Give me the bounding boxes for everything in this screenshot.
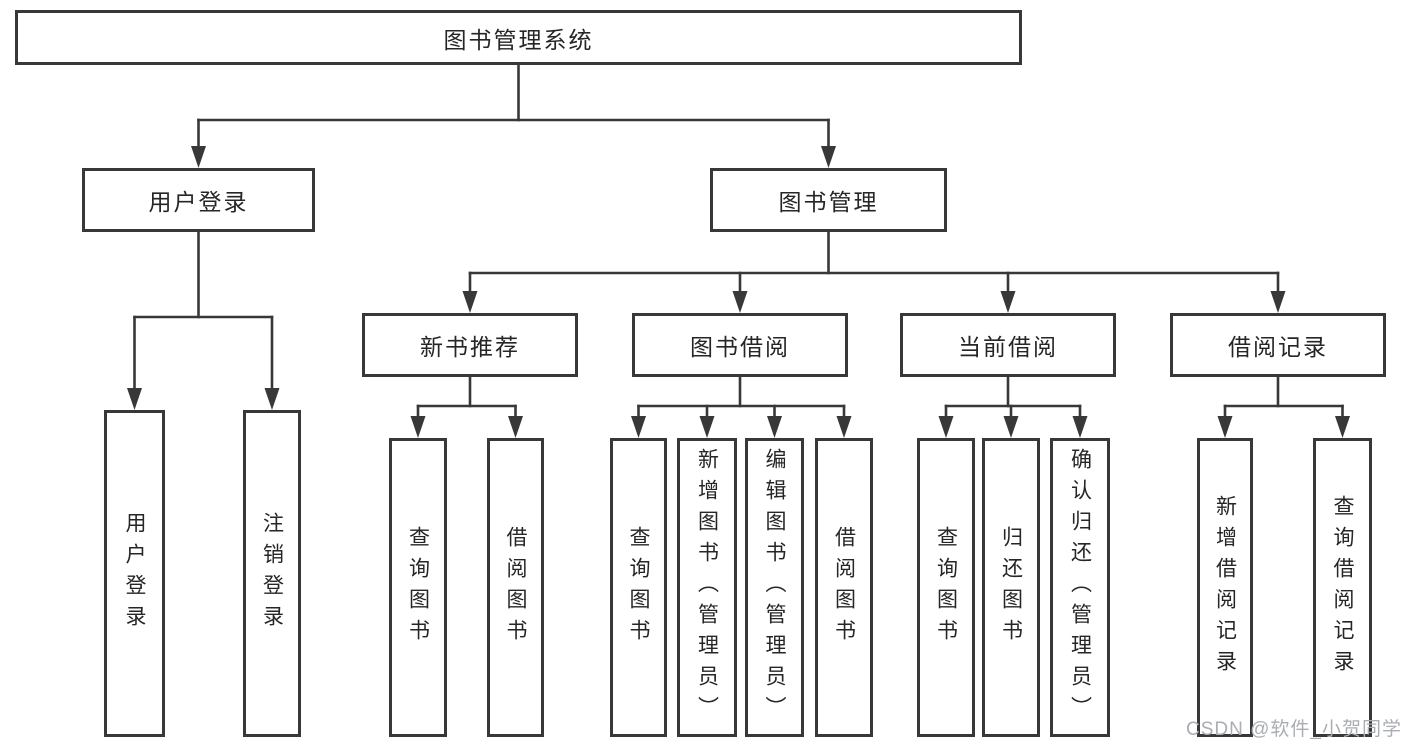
node-user-login-label: 用户登录 (148, 189, 249, 215)
leaf-borrow-add-label: 新增图书（管理员） (695, 448, 719, 727)
connector-book-borrow (631, 375, 852, 438)
node-book-borrow-label: 图书借阅 (690, 334, 790, 360)
node-borrow-records-label: 借阅记录 (1228, 334, 1328, 360)
node-new-books: 新书推荐 (362, 313, 578, 377)
leaf-borrow-borrow-label: 借阅图书 (832, 525, 856, 650)
leaf-current-query: 查询图书 (917, 438, 975, 737)
leaf-current-return-label: 归还图书 (999, 525, 1023, 650)
leaf-newbooks-borrow: 借阅图书 (487, 438, 544, 737)
leaf-logout-label: 注销登录 (260, 511, 284, 636)
node-current-borrow: 当前借阅 (900, 313, 1116, 377)
connector-root (191, 63, 836, 168)
node-book-borrow: 图书借阅 (632, 313, 848, 377)
leaf-records-add: 新增借阅记录 (1197, 438, 1253, 737)
watermark: CSDN @软件_小贺同学 (1186, 719, 1402, 740)
leaf-borrow-query-label: 查询图书 (627, 525, 650, 650)
leaf-current-return: 归还图书 (982, 438, 1040, 737)
connector-book-mgmt (462, 230, 1286, 313)
leaf-records-query: 查询借阅记录 (1313, 438, 1372, 737)
connector-user-login (127, 230, 280, 410)
node-current-borrow-label: 当前借阅 (958, 334, 1058, 360)
connector-borrow-records (1217, 375, 1350, 438)
leaf-current-confirm: 确认归还（管理员） (1050, 438, 1110, 737)
leaf-newbooks-query: 查询图书 (389, 438, 447, 737)
node-borrow-records: 借阅记录 (1170, 313, 1386, 377)
leaf-borrow-edit-label: 编辑图书（管理员） (763, 448, 786, 727)
leaf-borrow-add: 新增图书（管理员） (677, 438, 737, 737)
leaf-borrow-edit: 编辑图书（管理员） (745, 438, 804, 737)
leaf-borrow-borrow: 借阅图书 (815, 438, 873, 737)
leaf-logout: 注销登录 (243, 410, 301, 737)
node-root-label: 图书管理系统 (443, 26, 594, 53)
leaf-borrow-query: 查询图书 (610, 438, 667, 737)
leaf-current-confirm-label: 确认归还（管理员） (1068, 448, 1092, 727)
node-user-login: 用户登录 (82, 168, 315, 232)
node-new-books-label: 新书推荐 (420, 334, 520, 360)
leaf-user-login: 用户登录 (104, 410, 165, 737)
node-root: 图书管理系统 (15, 10, 1022, 65)
leaf-records-query-label: 查询借阅记录 (1331, 494, 1354, 681)
leaf-records-add-label: 新增借阅记录 (1213, 494, 1237, 681)
leaf-newbooks-query-label: 查询图书 (406, 525, 430, 650)
connector-new-books (410, 375, 523, 438)
leaf-newbooks-borrow-label: 借阅图书 (504, 525, 527, 650)
leaf-user-login-label: 用户登录 (123, 511, 146, 636)
node-book-mgmt-label: 图书管理 (778, 189, 879, 215)
leaf-current-query-label: 查询图书 (934, 525, 958, 650)
connector-current-borrow (938, 375, 1088, 438)
node-book-mgmt: 图书管理 (710, 168, 947, 232)
